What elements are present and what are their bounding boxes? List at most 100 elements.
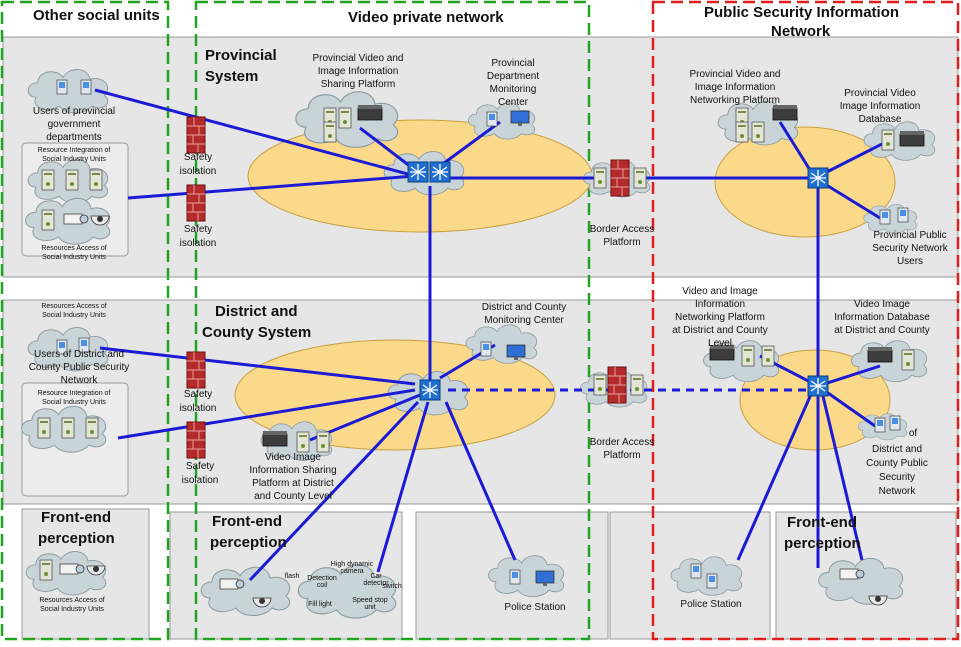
label: Monitoring (490, 84, 537, 95)
label: Information Sharing (249, 465, 336, 476)
public-security-network-border (651, 0, 960, 641)
label: Security Network (872, 243, 949, 254)
label: isolation (180, 166, 217, 177)
label: Information (695, 299, 745, 310)
title-district-1: District and (215, 303, 298, 320)
label: Image Information (840, 101, 921, 112)
title-frontend-right-2: perception (784, 535, 861, 552)
server-icon (323, 121, 337, 143)
pc-icon (889, 415, 901, 431)
firewall-icon (610, 159, 630, 197)
server-icon (316, 431, 330, 453)
label: switch (382, 583, 402, 590)
label: Provincial Public (873, 230, 946, 241)
firewall-icon (186, 421, 206, 459)
server-icon (89, 169, 103, 191)
label: Provincial Video and (313, 53, 404, 64)
video-private-network-border (194, 0, 591, 641)
pc-icon (706, 573, 718, 589)
label: Networking Platform (675, 312, 765, 323)
core-switch-icon (407, 161, 429, 183)
label: Social Industry Units (42, 312, 106, 319)
label: Security (879, 472, 915, 483)
title-frontend-mid-2: perception (210, 534, 287, 551)
label: Database (859, 114, 902, 125)
label: Police Station (504, 602, 565, 613)
section-titles: Provincial System District and County Sy… (38, 47, 861, 552)
camera-icon (59, 563, 85, 575)
label: Users (897, 256, 923, 267)
ps-switch-icon (807, 167, 829, 189)
server-icon (761, 345, 775, 367)
label: at District and County (672, 325, 768, 336)
link-res2-to-core (117, 388, 416, 440)
title-frontend-right-1: Front-end (787, 514, 857, 531)
server-icon (735, 121, 749, 143)
storage-icon (357, 104, 383, 121)
label: departments (46, 132, 102, 143)
link-core-to-frontend-camera (248, 400, 420, 582)
pc-icon (879, 209, 891, 225)
label: Sharing Platform (321, 79, 395, 90)
label: Networking Platform (690, 95, 780, 106)
firewall-icon (186, 184, 206, 222)
server-icon (61, 417, 75, 439)
label: Resources Access of (41, 245, 106, 252)
label: Border Access (590, 437, 654, 448)
pc-icon (486, 111, 498, 127)
title-frontend-left-2: perception (38, 530, 115, 547)
node-labels: Users of provincial government departmen… (29, 53, 949, 613)
label: Platform (603, 237, 640, 248)
link-res-to-core (127, 174, 416, 200)
label: Provincial Video and (690, 69, 781, 80)
label: Video and Image (682, 286, 758, 297)
server-icon (296, 431, 310, 453)
label: isolation (180, 403, 217, 414)
firewall-icon (607, 366, 627, 404)
link-sharing-to-core (359, 126, 416, 172)
pc-icon (80, 79, 92, 95)
label: of (909, 428, 918, 439)
label: isolation (180, 238, 217, 249)
server-icon (633, 167, 647, 189)
label: Information Database (834, 312, 930, 323)
link-core-to-police (444, 401, 517, 561)
camera-icon (219, 578, 245, 590)
label: Border Access (590, 224, 654, 235)
label: Safety (186, 461, 214, 472)
label: Social Industry Units (40, 606, 104, 613)
label: Video Image (265, 452, 321, 463)
label: Resources Access of (39, 597, 104, 604)
label: unit (364, 604, 375, 611)
label: District and (872, 444, 922, 455)
label: detector (363, 580, 389, 587)
label: Resource Integration of (38, 147, 111, 154)
firewall-icon (186, 116, 206, 154)
link-monitor-to-core (439, 120, 501, 168)
label: Level (708, 338, 732, 349)
label: Safety (184, 389, 212, 400)
label: at District and County (834, 325, 930, 336)
label: Center (498, 97, 529, 108)
label: Resource Integration of (38, 390, 111, 397)
district-switch-icon (419, 379, 441, 401)
camera-icon (839, 568, 865, 580)
header-public-security-2: Network (771, 23, 831, 40)
storage-icon (772, 104, 798, 121)
server-icon (85, 417, 99, 439)
server-icon (881, 129, 895, 151)
header-video-private-network: Video private network (348, 9, 504, 26)
label: Safety (184, 224, 212, 235)
links (94, 88, 891, 582)
camera-icon (63, 213, 89, 225)
title-provincial-2: System (205, 68, 258, 85)
sensor-labels: High dynamic camera Car detector Detecti… (285, 561, 402, 611)
server-icon (901, 349, 915, 371)
label: District and County (482, 302, 566, 313)
link-dcps-to-frontend-b (820, 391, 864, 561)
label: Safety (184, 152, 212, 163)
storage-icon (867, 346, 893, 363)
label: Image Information (318, 66, 399, 77)
title-frontend-left-1: Front-end (41, 509, 111, 526)
server-icon (338, 107, 352, 129)
